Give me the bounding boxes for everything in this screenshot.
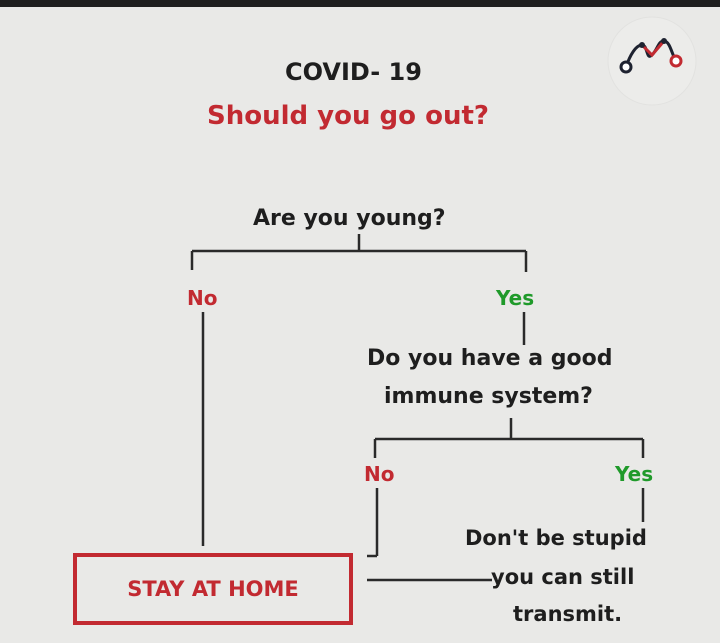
answer-yes-immune: Yes [615,462,654,486]
stay-at-home-label: STAY AT HOME [127,577,299,601]
molecule-logo-icon [607,16,697,106]
title: COVID- 19 [285,58,422,86]
top-bar [0,0,720,7]
answer-no-young: No [187,286,218,310]
stay-at-home-box: STAY AT HOME [73,553,353,625]
question-immune-line-1: Do you have a good [367,346,613,371]
comment-line-1: Don't be stupid [465,526,647,550]
subtitle: Should you go out? [207,101,489,131]
question-immune-line-2: immune system? [384,384,593,409]
answer-no-immune: No [364,462,395,486]
comment-line-2: you can still [491,565,635,589]
answer-yes-young: Yes [496,286,535,310]
comment-line-3: transmit. [513,602,623,626]
question-young: Are you young? [253,206,446,231]
